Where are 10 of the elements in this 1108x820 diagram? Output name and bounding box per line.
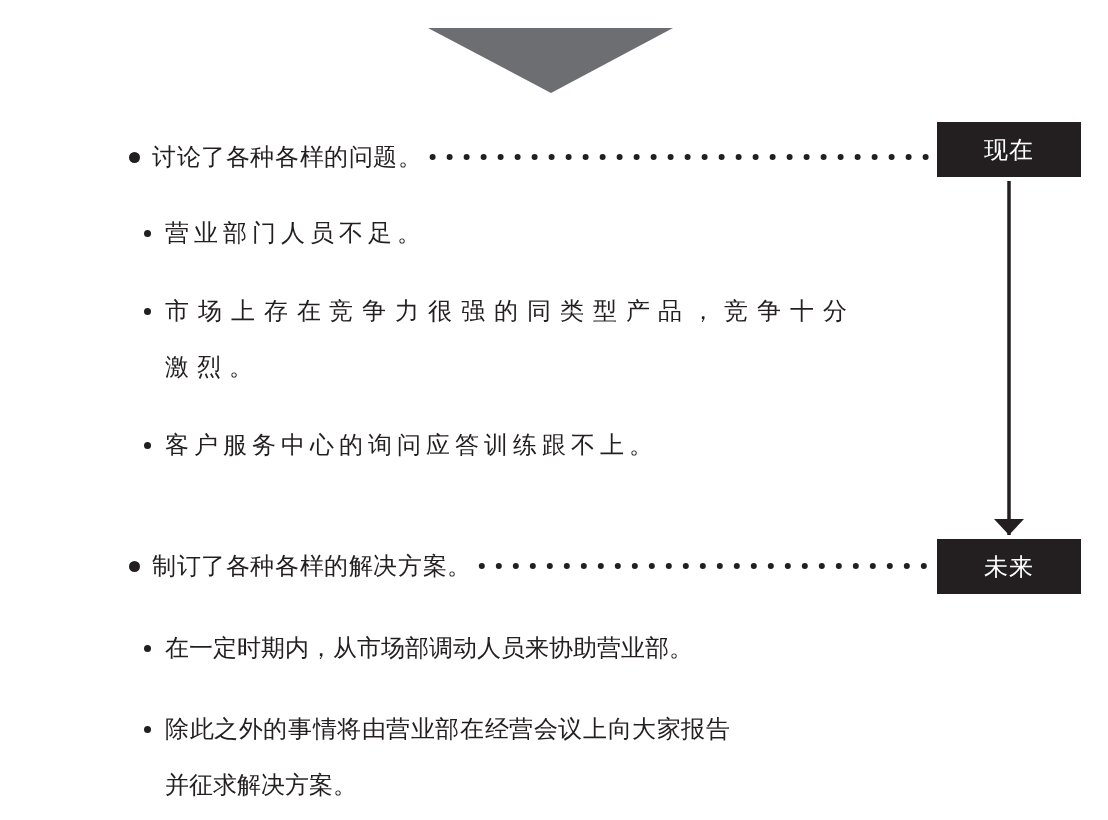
- timeline-box: 现在: [937, 122, 1081, 177]
- bullet-point-text: 讨论了各种各样的问题。: [152, 140, 423, 174]
- timeline-box: 未来: [937, 539, 1081, 594]
- sub-bullet-text: 营业部门人员不足。: [165, 218, 426, 249]
- bullet-point-text: 制订了各种各样的解决方案。: [152, 549, 472, 583]
- sub-bullet-text: 市场上存在竞争力很强的同类型产品，竞争十分激烈。: [165, 296, 855, 383]
- sub-bullet-text: 客户服务中心的询问应答训练跟不上。: [165, 430, 658, 461]
- sub-bullet-text: 除此之外的事情将由营业部在经营会议上向大家报告并征求解决方案。: [165, 714, 730, 801]
- arrow: [994, 181, 1024, 535]
- sub-bullet-text: 在一定时期内，从市场部调动人员来协助营业部。: [165, 633, 693, 664]
